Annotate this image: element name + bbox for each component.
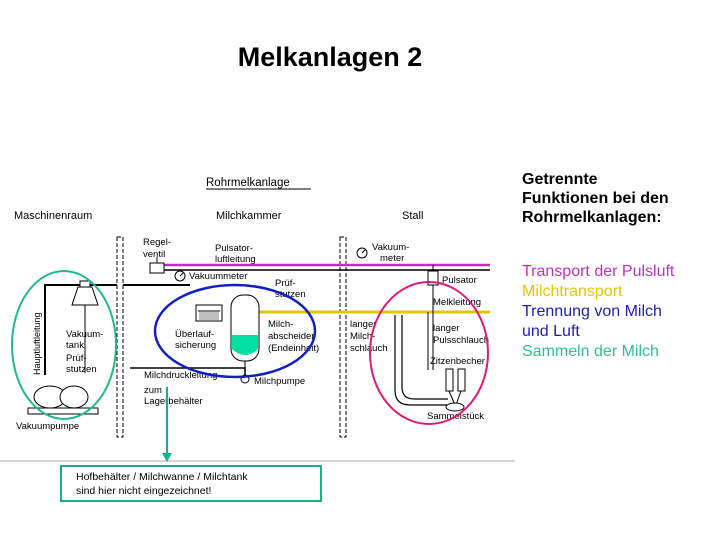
note-line-2: sind hier nicht eingezeichnet! xyxy=(76,485,212,497)
milk-pressure-pipe xyxy=(130,367,246,375)
note-line-1: Hofbehälter / Milchwanne / Milchtank xyxy=(76,471,248,483)
label-pulsator: Pulsator xyxy=(442,275,477,286)
main-air-pipe xyxy=(44,284,190,375)
label-vakuumtank-2: tank xyxy=(66,340,84,351)
label-vakuumtank-1: Vakuum- xyxy=(66,329,103,340)
functions-heading-line-1: Getrennte xyxy=(522,171,598,188)
functions-heading-line-2: Funktionen bei den xyxy=(522,190,669,207)
functions-heading: Getrennte Funktionen bei den Rohrmelkanl… xyxy=(522,170,712,227)
function-item-milchtransport: Milchtransport xyxy=(522,283,623,300)
label-pruef-mk-2: stutzen xyxy=(275,289,306,300)
label-langer-milch-1: langer xyxy=(350,319,376,330)
label-ueberlauf-2: sicherung xyxy=(175,340,216,351)
highlight-circle-milk-room xyxy=(153,283,317,379)
label-hauptluftleitung: Hauptluftleitung xyxy=(32,312,42,375)
label-pruef-mr-1: Prüf- xyxy=(66,353,87,364)
label-vakuummeter: Vakuummeter xyxy=(189,271,247,282)
function-item-trennung-1: Trennung von Milch xyxy=(522,303,662,320)
vacuum-pump xyxy=(27,385,99,415)
label-pruef-mk-1: Prüf- xyxy=(275,278,296,289)
function-item-trennung-2: und Luft xyxy=(522,323,580,340)
highlight-circle-stall xyxy=(369,281,489,425)
highlight-circle-machine-room xyxy=(11,270,117,420)
label-zitzenbecher: Zitzenbecher xyxy=(430,356,485,367)
label-pruef-mr-2: stutzen xyxy=(66,364,97,375)
label-melkleitung: Melkleitung xyxy=(433,297,481,308)
label-pulsator-luft-2: luftleitung xyxy=(215,254,256,265)
label-lager-1: zum xyxy=(144,385,162,396)
milking-system-diagram: Rohrmelkanlage Maschinenraum Milchkammer… xyxy=(0,177,515,462)
label-langer-milch-2: Milch- xyxy=(350,331,375,342)
label-milchdruckleitung: Milchdruckleitung xyxy=(144,370,217,381)
label-regelventil-1: Regel- xyxy=(143,237,171,248)
label-vakuummeter-stall-1: Vakuum- xyxy=(372,242,409,253)
label-vakuumpumpe: Vakuumpumpe xyxy=(16,421,79,432)
note-box: Hofbehälter / Milchwanne / Milchtank sin… xyxy=(60,465,322,502)
label-ueberlauf-1: Überlauf- xyxy=(175,329,214,340)
functions-list: Transport der Pulsluft Milchtransport Tr… xyxy=(522,262,712,362)
milk-separator xyxy=(230,294,260,384)
diagram-heading: Rohrmelkanlage xyxy=(206,177,290,189)
wall-middle xyxy=(339,236,347,438)
vacuum-gauge-icon xyxy=(174,270,186,282)
label-milchpumpe: Milchpumpe xyxy=(254,376,305,387)
label-vakuummeter-stall-2: meter xyxy=(380,253,404,264)
wall-left xyxy=(116,236,124,438)
pulsator-unit xyxy=(427,265,439,370)
label-pulsator-luft-1: Pulsator- xyxy=(215,243,253,254)
function-item-sammeln: Sammeln der Milch xyxy=(522,343,659,360)
long-hoses xyxy=(394,315,448,406)
label-lager-2: Lagerbehälter xyxy=(144,396,203,407)
claw-icon xyxy=(445,402,465,412)
overflow-safety-vessel xyxy=(195,304,223,322)
vacuum-tank xyxy=(71,280,99,373)
functions-heading-line-3: Rohrmelkanlagen: xyxy=(522,209,662,226)
pointer-arrow-icon xyxy=(162,387,172,462)
label-abscheider-3: (Endeinheit) xyxy=(268,343,319,354)
room-label-stall: Stall xyxy=(402,210,423,222)
slide-title: Melkanlagen 2 xyxy=(237,42,423,72)
label-abscheider-2: abscheider xyxy=(268,331,314,342)
room-label-milchkammer: Milchkammer xyxy=(216,210,282,222)
vacuum-gauge-stall-icon xyxy=(356,247,368,259)
teat-cups-icon xyxy=(445,368,466,406)
label-langer-puls-2: Pulsschlauch xyxy=(433,335,489,346)
function-item-pulsluft: Transport der Pulsluft xyxy=(522,263,675,280)
label-regelventil-2: ventil xyxy=(143,249,165,260)
label-abscheider-1: Milch- xyxy=(268,319,293,330)
label-langer-puls-1: langer xyxy=(433,323,459,334)
room-label-maschinenraum: Maschinenraum xyxy=(14,210,92,222)
regulator-valve xyxy=(149,257,165,274)
label-langer-milch-3: schlauch xyxy=(350,343,388,354)
